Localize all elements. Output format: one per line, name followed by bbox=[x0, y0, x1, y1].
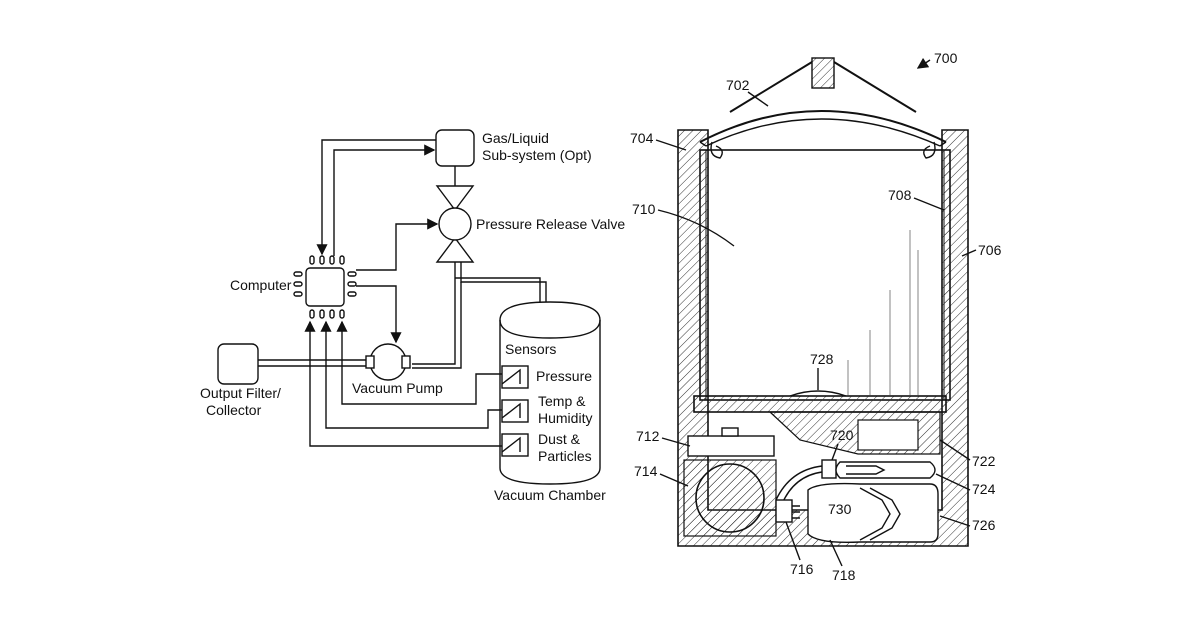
ref-714: 714 bbox=[634, 463, 658, 479]
chamber-shading-lines bbox=[848, 230, 918, 395]
sensors-title: Sensors bbox=[505, 341, 556, 357]
temp-humidity-sensor-icon bbox=[502, 400, 528, 422]
ref-712: 712 bbox=[636, 428, 660, 444]
dust-particles-sensor-icon bbox=[502, 434, 528, 456]
pressure-release-valve-icon bbox=[437, 186, 473, 262]
platform bbox=[694, 396, 946, 412]
component-720 bbox=[822, 460, 836, 478]
output-filter-label-line2: Collector bbox=[206, 402, 262, 418]
device-cross-section: 700 bbox=[630, 50, 1002, 583]
vacuum-pump-label: Vacuum Pump bbox=[352, 380, 443, 396]
ref-710: 710 bbox=[632, 201, 656, 217]
figure-ref-700: 700 bbox=[934, 50, 958, 66]
ref-716: 716 bbox=[790, 561, 814, 577]
sensor-dust-label-line1: Dust & bbox=[538, 431, 581, 447]
sensor-temp-label-line2: Humidity bbox=[538, 410, 592, 426]
vacuum-chamber-label: Vacuum Chamber bbox=[494, 487, 606, 503]
vacuum-pump-icon bbox=[366, 344, 410, 380]
ref-730: 730 bbox=[828, 501, 852, 517]
ref-726: 726 bbox=[972, 517, 996, 533]
ref-706: 706 bbox=[978, 242, 1002, 258]
computer-chip-icon bbox=[294, 256, 356, 318]
system-block-diagram: Gas/Liquid Sub-system (Opt) Pressure Rel… bbox=[200, 130, 625, 503]
lid-dome-702 bbox=[700, 58, 946, 158]
gas-liquid-label-line2: Sub-system (Opt) bbox=[482, 147, 592, 163]
sensor-dust-label-line2: Particles bbox=[538, 448, 592, 464]
ref-724: 724 bbox=[972, 481, 996, 497]
ref-718: 718 bbox=[832, 567, 856, 583]
pressure-sensor-icon bbox=[502, 366, 528, 388]
sensor-pressure-label: Pressure bbox=[536, 368, 592, 384]
ref-728: 728 bbox=[810, 351, 834, 367]
gas-liquid-label-line1: Gas/Liquid bbox=[482, 130, 549, 146]
output-filter-label-line1: Output Filter/ bbox=[200, 385, 281, 401]
ref-720: 720 bbox=[830, 427, 854, 443]
component-716 bbox=[776, 500, 792, 522]
component-712 bbox=[688, 436, 774, 456]
gas-liquid-subsystem-box bbox=[436, 130, 474, 166]
sensor-temp-label-line1: Temp & bbox=[538, 393, 586, 409]
pressure-release-valve-label: Pressure Release Valve bbox=[476, 216, 625, 232]
ref-704: 704 bbox=[630, 130, 654, 146]
computer-label: Computer bbox=[230, 277, 292, 293]
ref-722: 722 bbox=[972, 453, 996, 469]
ref-702: 702 bbox=[726, 77, 750, 93]
ref-708: 708 bbox=[888, 187, 912, 203]
output-filter-box bbox=[218, 344, 258, 384]
